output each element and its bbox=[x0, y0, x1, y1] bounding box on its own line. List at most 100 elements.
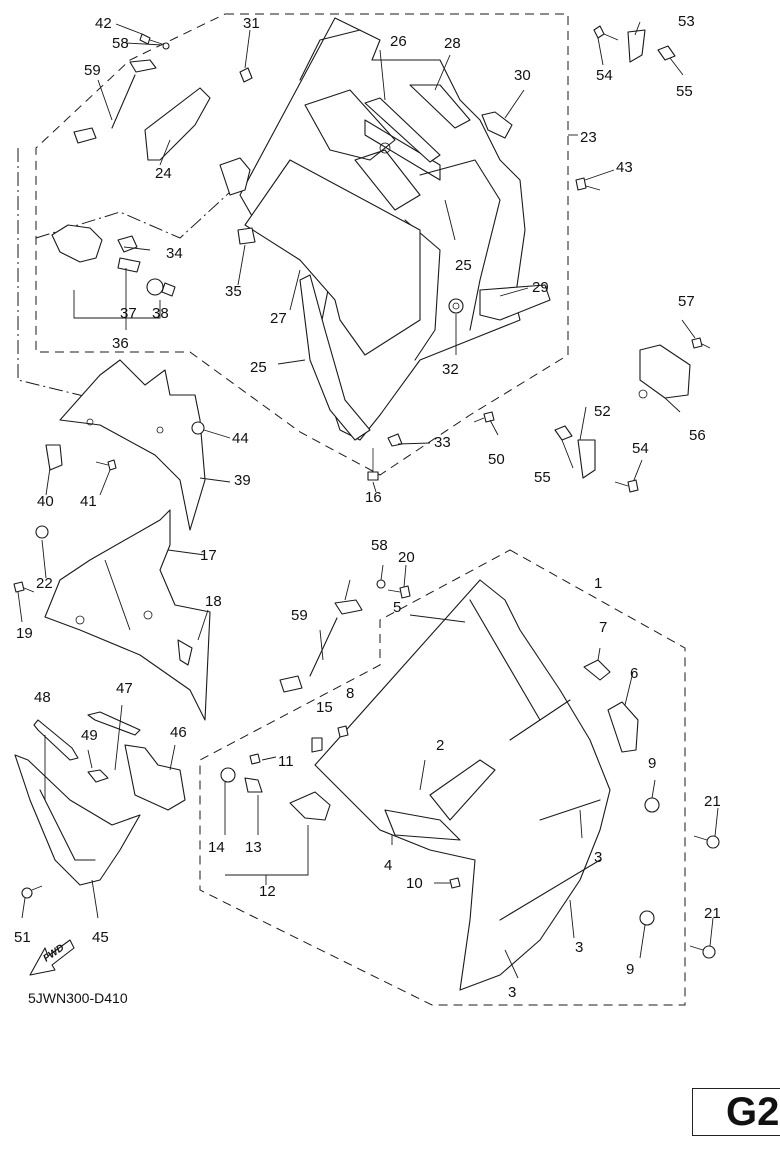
callout-20: 20 bbox=[398, 549, 415, 566]
callout-54-top: 54 bbox=[596, 67, 613, 84]
callout-37: 37 bbox=[120, 305, 137, 322]
harness-59-top bbox=[73, 59, 157, 144]
callout-56: 56 bbox=[689, 427, 706, 444]
callout-41: 41 bbox=[80, 493, 97, 510]
switch-assembly-36 bbox=[51, 224, 176, 297]
callout-58-mid: 58 bbox=[371, 537, 388, 554]
callout-32: 32 bbox=[442, 361, 459, 378]
rivet-44 bbox=[191, 421, 205, 435]
nut-55-top bbox=[657, 45, 676, 61]
callout-55-mid: 55 bbox=[534, 469, 551, 486]
switch-support-relay bbox=[219, 157, 256, 245]
page-tag: G2 bbox=[726, 1090, 780, 1134]
bolt-54-mid bbox=[614, 479, 639, 493]
cowling-2 bbox=[429, 759, 496, 821]
callout-18: 18 bbox=[205, 593, 222, 610]
damper-15 bbox=[311, 737, 323, 753]
callout-4: 4 bbox=[384, 857, 392, 874]
callout-51: 51 bbox=[14, 929, 31, 946]
side-panel-45 bbox=[14, 754, 141, 886]
callout-29: 29 bbox=[532, 279, 549, 296]
callout-6: 6 bbox=[630, 665, 638, 682]
strip-24 bbox=[144, 87, 211, 161]
callout-22: 22 bbox=[36, 575, 53, 592]
inner-panel-39 bbox=[59, 359, 206, 531]
callout-33: 33 bbox=[434, 434, 451, 451]
damper-7 bbox=[583, 659, 611, 681]
duct-27 bbox=[244, 159, 421, 356]
callout-58: 58 bbox=[112, 35, 129, 52]
callout-27: 27 bbox=[270, 310, 287, 327]
callout-16: 16 bbox=[365, 489, 382, 506]
panel-28 bbox=[409, 84, 471, 129]
collar-9-top bbox=[644, 797, 660, 813]
damper-10 bbox=[449, 877, 461, 889]
callout-49: 49 bbox=[81, 727, 98, 744]
bolt-16 bbox=[367, 448, 379, 481]
bolt-41 bbox=[95, 459, 117, 471]
bolt-19 bbox=[13, 581, 35, 593]
switch-subgroup-boundary bbox=[17, 148, 231, 401]
rivet-22 bbox=[35, 525, 49, 539]
callout-17: 17 bbox=[200, 547, 217, 564]
panel-46 bbox=[124, 744, 186, 811]
callout-40: 40 bbox=[37, 493, 54, 510]
callout-54-mid: 54 bbox=[632, 440, 649, 457]
damper-6 bbox=[607, 701, 639, 753]
nut-52-bracket bbox=[577, 439, 596, 479]
leader-lines bbox=[17, 21, 719, 979]
callout-55-top: 55 bbox=[676, 83, 693, 100]
bolt-21-bottom bbox=[689, 945, 716, 959]
screw-51 bbox=[21, 885, 43, 899]
callout-59-mid: 59 bbox=[291, 607, 308, 624]
callout-26: 26 bbox=[390, 33, 407, 50]
bolt-21-top bbox=[693, 835, 720, 849]
callout-14: 14 bbox=[208, 839, 225, 856]
stay-29 bbox=[479, 284, 551, 321]
callout-2: 2 bbox=[436, 737, 444, 754]
callout-8: 8 bbox=[346, 685, 354, 702]
page-tag-box bbox=[692, 1088, 780, 1136]
callout-3-top: 3 bbox=[594, 849, 602, 866]
callout-48: 48 bbox=[34, 689, 51, 706]
callout-43: 43 bbox=[616, 159, 633, 176]
callout-10: 10 bbox=[406, 875, 423, 892]
nut-8 bbox=[337, 725, 349, 738]
callout-44: 44 bbox=[232, 430, 249, 447]
callout-35: 35 bbox=[225, 283, 242, 300]
callout-24: 24 bbox=[155, 165, 172, 182]
damper-40 bbox=[45, 444, 63, 471]
bolt-42 bbox=[139, 33, 163, 45]
callout-46: 46 bbox=[170, 724, 187, 741]
callout-39: 39 bbox=[234, 472, 251, 489]
callout-13: 13 bbox=[245, 839, 262, 856]
callout-1: 1 bbox=[594, 575, 602, 592]
callout-36: 36 bbox=[112, 335, 129, 352]
bolt-43 bbox=[575, 177, 601, 191]
callout-labels: 42 58 59 31 26 28 30 23 53 54 55 43 24 3… bbox=[14, 13, 721, 1001]
callout-53: 53 bbox=[678, 13, 695, 30]
callout-38: 38 bbox=[152, 305, 169, 322]
callout-9-top: 9 bbox=[648, 755, 656, 772]
callout-23: 23 bbox=[580, 129, 597, 146]
washer-58-mid bbox=[376, 579, 386, 589]
nut-53-bracket bbox=[627, 29, 646, 63]
callout-3-mid: 3 bbox=[575, 939, 583, 956]
collar-32 bbox=[448, 298, 464, 314]
lens-light-12 bbox=[220, 767, 331, 821]
bracket-56 bbox=[638, 344, 691, 399]
callout-28: 28 bbox=[444, 35, 461, 52]
callout-5: 5 bbox=[393, 599, 401, 616]
callout-25-right: 25 bbox=[455, 257, 472, 274]
side-cover-25-left bbox=[299, 274, 371, 441]
lower-assembly-boundary bbox=[199, 549, 686, 1006]
callout-59: 59 bbox=[84, 62, 101, 79]
callout-19: 19 bbox=[16, 625, 33, 642]
nut-55-mid bbox=[554, 425, 573, 441]
damper-49 bbox=[87, 769, 109, 783]
callout-3-bottom: 3 bbox=[508, 984, 516, 1001]
upper-assembly-boundary bbox=[35, 13, 569, 476]
damper-30 bbox=[481, 111, 513, 139]
strip-47 bbox=[87, 711, 141, 736]
